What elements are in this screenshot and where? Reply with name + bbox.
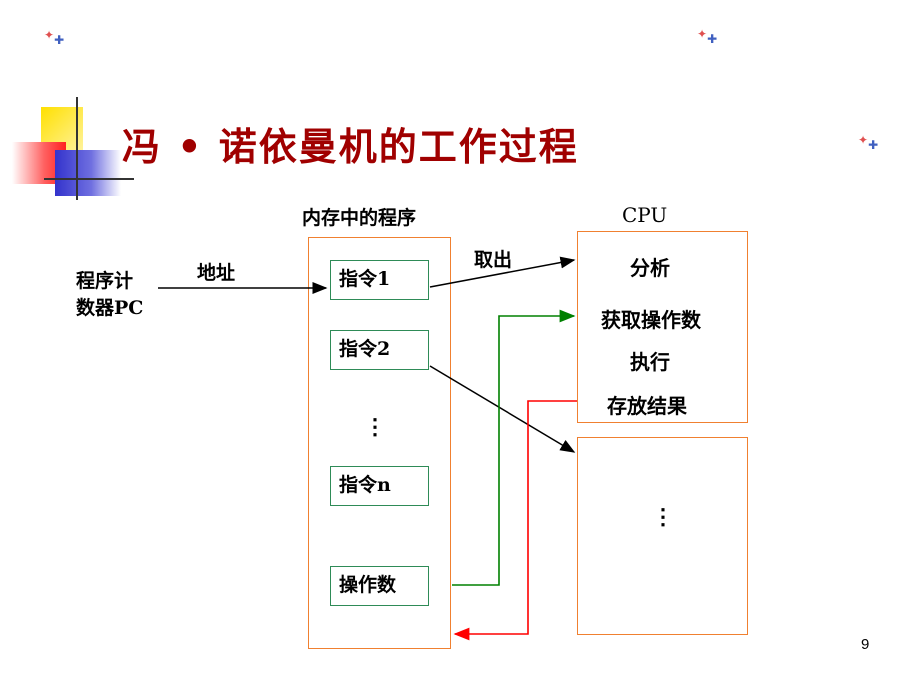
pc-label-line2: 数器PC — [76, 297, 144, 319]
memory-label: 内存中的程序 — [302, 207, 417, 229]
cpu-step-fetch-operand: 获取操作数 — [601, 308, 701, 332]
memory-box — [308, 237, 451, 649]
instruction2-arrow — [429, 365, 576, 453]
sparkle-icon: ✦✚ — [44, 28, 65, 47]
pc-label-line1: 程序计 — [76, 270, 134, 292]
logo-blue-block — [55, 150, 121, 196]
sparkle-icon: ✦✚ — [858, 133, 879, 152]
cpu-step-execute: 执行 — [630, 350, 670, 374]
cpu-box — [577, 231, 748, 423]
operand-box: 操作数 — [330, 566, 429, 606]
instruction-2-box: 指令2 — [330, 330, 429, 370]
instruction-1-box: 指令1 — [330, 260, 429, 300]
fetch-label: 取出 — [474, 249, 513, 271]
operand-fetch-arrow — [452, 309, 576, 586]
instruction-n-box: 指令n — [330, 466, 429, 506]
page-title: 冯 • 诺依曼机的工作过程 — [122, 125, 579, 169]
cpu-step-store-result: 存放结果 — [607, 394, 687, 418]
logo-vertical-line — [76, 97, 78, 200]
logo-horizontal-line — [44, 178, 134, 180]
address-label: 地址 — [197, 262, 236, 284]
cpu-step-analyze: 分析 — [630, 256, 670, 280]
store-result-arrow — [453, 400, 577, 641]
lower-memory-box — [577, 437, 748, 635]
sparkle-icon: ✦✚ — [697, 27, 718, 46]
fetch-arrow — [429, 256, 576, 288]
page-number: 9 — [861, 636, 870, 653]
cpu-label: CPU — [622, 203, 668, 227]
